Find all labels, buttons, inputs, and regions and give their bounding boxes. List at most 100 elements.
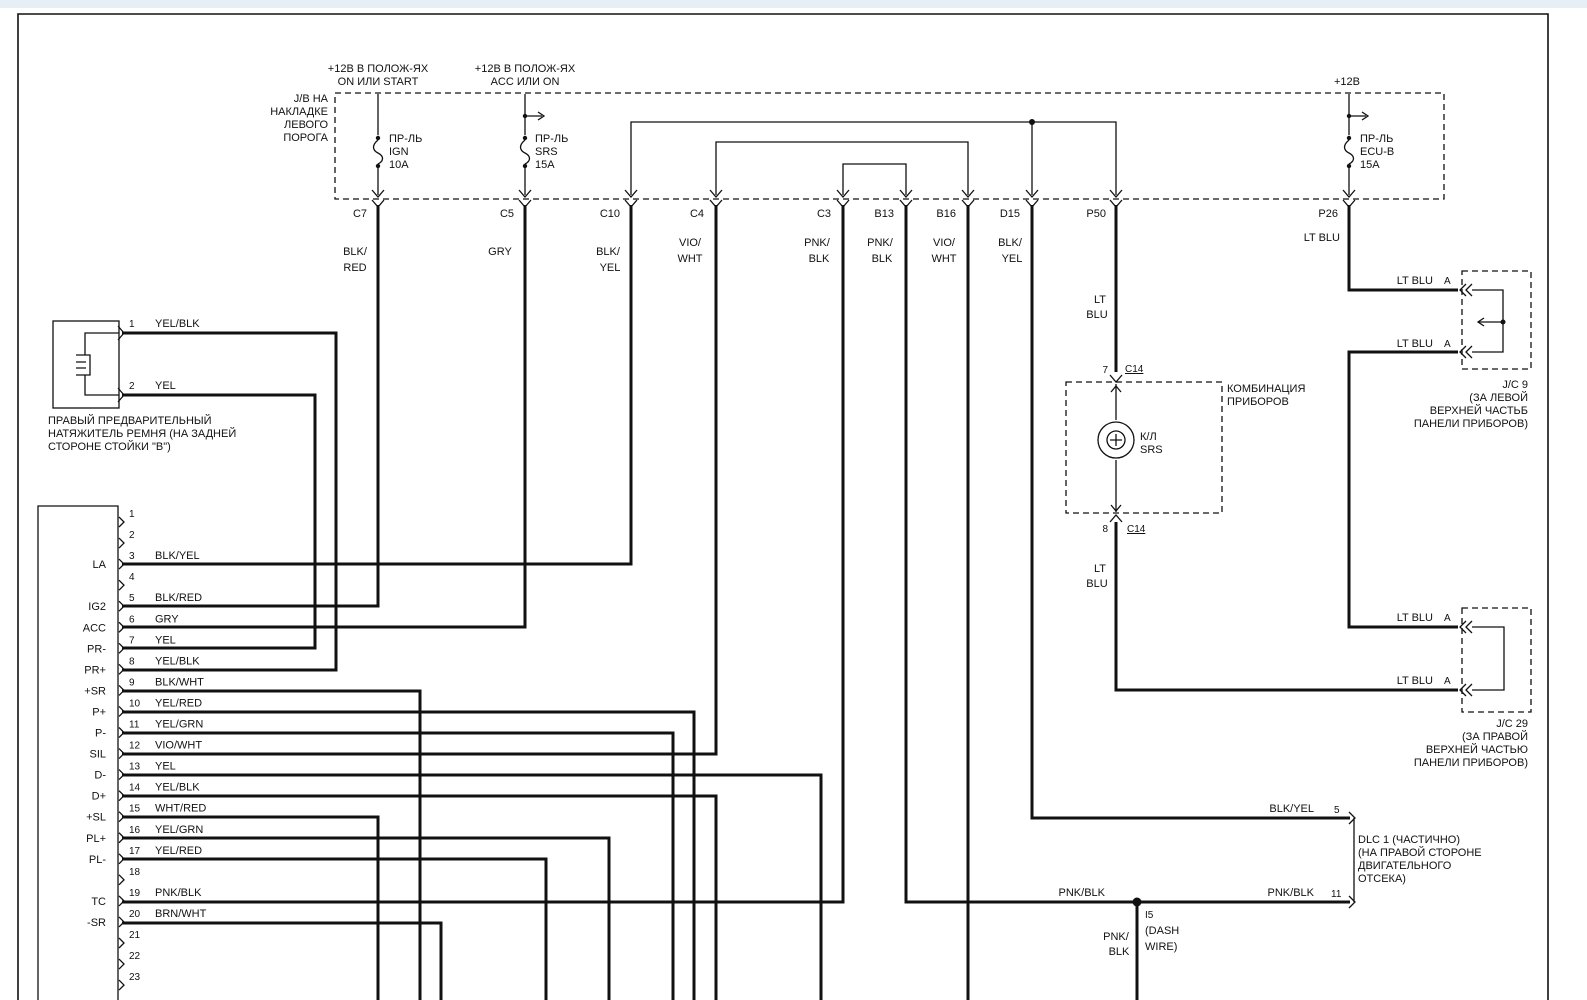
ecu-pin-terminal: [118, 621, 125, 633]
wire-label: LT: [1094, 563, 1106, 575]
pretensioner-pin-wire: YEL/BLK: [155, 318, 200, 330]
wire-label: WHT: [677, 253, 702, 265]
jc-pin-label: A: [1444, 339, 1451, 350]
ecu-pin-terminal: [118, 895, 125, 907]
ecu-pin-num: 23: [129, 972, 141, 983]
wire-label: LT: [1094, 294, 1106, 306]
ecu-pin-num: 22: [129, 951, 141, 962]
srs-lamp-label: К/Л: [1140, 431, 1157, 443]
ecu-pin-terminal: [118, 832, 125, 844]
ecu-pin-num: 20: [129, 909, 141, 920]
ecu-pin-terminal: [118, 874, 125, 886]
splice-label: I5: [1145, 910, 1154, 921]
ecu-pin-name: PR+: [84, 664, 106, 676]
jb-title-line: ПОРОГА: [283, 132, 328, 144]
jb-pin-label: C3: [817, 208, 831, 220]
wire-label: YEL: [600, 262, 621, 274]
pretensioner-pin-num: 1: [129, 319, 135, 330]
ecu-pin-terminal: [118, 790, 125, 802]
ecu-pin-name: D-: [94, 770, 106, 782]
jb-pin-label: P26: [1318, 208, 1338, 220]
ecu-pin-wire: YEL/GRN: [155, 824, 203, 836]
dlc-caption: ДВИГАТЕЛЬНОГО: [1358, 860, 1452, 872]
source-acc-label: ACC ИЛИ ON: [491, 76, 560, 88]
ecu-pin-terminal: [118, 811, 125, 823]
jb-box: [334, 92, 1445, 200]
ecu-pin-num: 8: [129, 656, 135, 667]
jc-wire-label: LT BLU: [1397, 275, 1433, 287]
outer-frame: [17, 13, 1549, 1000]
jc-wire-label: LT BLU: [1397, 612, 1433, 624]
jb-pin-labels: C7 C5 C10 C4 C3 B13 B16 D15 P50 P26: [353, 208, 1338, 220]
splice-label: WIRE): [1145, 941, 1177, 953]
wires-ecu-down: [122, 331, 823, 1000]
ecu-pin: 4: [118, 572, 135, 591]
wire-label: VIO/: [933, 237, 956, 249]
dlc-wire-label: BLK/YEL: [1269, 803, 1314, 815]
dlc-caption: ОТСЕКА): [1358, 873, 1406, 885]
wire-label: PNK/: [867, 237, 894, 249]
wire-label: BLK: [809, 253, 830, 265]
ecu-pin-wire: BLK/RED: [155, 592, 202, 604]
ecu-pin-wire: BLK/WHT: [155, 676, 204, 688]
wire-label: BLK/: [596, 246, 621, 258]
ecu-pin-terminal: [118, 642, 125, 654]
pretensioner-pin-wire: YEL: [155, 380, 176, 392]
ecu-pin-num: 12: [129, 741, 141, 752]
ecu-pin-num: 7: [129, 635, 135, 646]
fuse-srs: ПР-ЛЬ SRS 15А: [519, 94, 568, 195]
wire-label: VIO/: [679, 237, 702, 249]
ecu-pin: 8 YEL/BLK PR+: [84, 655, 200, 676]
splice-wire-label: PNK/BLK: [1059, 887, 1106, 899]
fuse-label: ECU-B: [1360, 146, 1394, 158]
jb-title-line: J/B НА: [294, 93, 329, 105]
ecu-pin-terminal: [118, 937, 125, 949]
ecu-pin: 23: [118, 972, 141, 991]
ecu-pin-wire: YEL/GRN: [155, 719, 203, 731]
wire-label: BLK: [1109, 946, 1130, 958]
combination-connector: C14: [1125, 364, 1144, 375]
ecu-pin-num: 14: [129, 783, 141, 794]
ecu-pin-wire: YEL/BLK: [155, 782, 200, 794]
ecu-pin-num: 19: [129, 888, 141, 899]
pretensioner-caption: СТОРОНЕ СТОЙКИ "В"): [48, 440, 171, 453]
ecu-pin-terminal: [118, 769, 125, 781]
ecu-pin-wire: YEL: [155, 761, 176, 773]
ecu-pin-wire: YEL/BLK: [155, 655, 200, 667]
ecu-pin-num: 18: [129, 867, 141, 878]
jc9-caption: J/C 9: [1502, 379, 1528, 391]
jc29-caption: J/C 29: [1496, 718, 1528, 730]
wire-label: RED: [343, 262, 366, 274]
jb-title-line: ЛЕВОГО: [284, 119, 328, 131]
fuse-label: ПР-ЛЬ: [389, 133, 422, 145]
dlc-wire-label: PNK/BLK: [1268, 887, 1315, 899]
ecu-pin: 18: [118, 867, 141, 886]
ecu-pin-num: 1: [129, 509, 135, 520]
fuse-label: 10А: [389, 159, 409, 171]
fuse-label: 15А: [1360, 159, 1380, 171]
combination-caption: ПРИБОРОВ: [1227, 396, 1289, 408]
pretensioner-pin-num: 2: [129, 381, 135, 392]
ecu-pin-name: ACC: [83, 622, 106, 634]
top-band: [0, 0, 1587, 8]
jb-title: J/B НА НАКЛАДКЕ ЛЕВОГО ПОРОГА: [270, 93, 328, 144]
ecu-pin-num: 15: [129, 804, 141, 815]
wire-label: PNK/: [804, 237, 831, 249]
srs-lamp-label: SRS: [1140, 444, 1163, 456]
srs-warning-lamp-icon: [1097, 421, 1135, 459]
ecu-pin-terminal: [118, 558, 125, 570]
jb-title-line: НАКЛАДКЕ: [270, 106, 328, 118]
ecu-pin-name: LA: [93, 559, 107, 571]
ecu-pin-terminal: [118, 600, 125, 612]
ecu-pin-name: SIL: [89, 749, 106, 761]
ecu-pin-num: 6: [129, 614, 135, 625]
wire-label: BLU: [1086, 309, 1107, 321]
